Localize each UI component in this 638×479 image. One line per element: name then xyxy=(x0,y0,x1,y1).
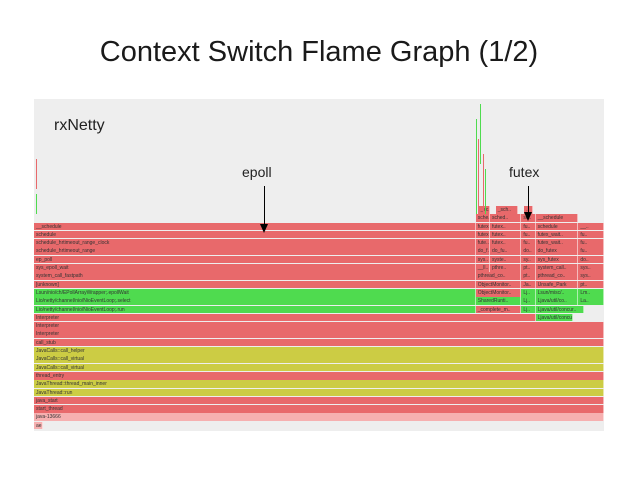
flame-frame[interactable]: do.. xyxy=(521,247,536,256)
flame-frame[interactable]: fu.. xyxy=(578,239,604,247)
flame-frame[interactable]: fu.. xyxy=(578,247,604,256)
futex-callout-label: futex xyxy=(509,164,540,180)
flame-sliver xyxy=(36,159,38,189)
flame-frame[interactable]: system_call_fastpath xyxy=(34,272,476,280)
flame-frame[interactable]: fu.. xyxy=(521,230,536,239)
flame-frame[interactable]: fu.. xyxy=(521,239,536,247)
flame-frame[interactable]: _complete_m.. xyxy=(475,305,522,314)
flame-frame[interactable]: pthre.. xyxy=(490,264,522,272)
flame-frame[interactable]: __schedule xyxy=(34,222,476,231)
flame-frame[interactable]: Unsafe_Park xyxy=(535,280,579,289)
flame-frame[interactable]: JavaCalls::call_virtual xyxy=(34,355,604,363)
flame-frame[interactable]: sys_futex xyxy=(535,255,579,264)
flame-sliver xyxy=(480,104,482,164)
epoll-arrow-head xyxy=(260,224,268,233)
flame-frame[interactable]: pthread_co.. xyxy=(535,272,579,280)
flame-frame[interactable]: [unknown] xyxy=(34,280,476,289)
epoll-callout-label: epoll xyxy=(242,164,272,180)
flame-frame[interactable]: sys.. xyxy=(475,255,490,264)
flame-frame[interactable]: pthread_co.. xyxy=(475,272,522,280)
flame-frame[interactable]: fute.. xyxy=(475,239,490,247)
flame-frame[interactable]: Lsun/misc/.. xyxy=(535,288,579,297)
flame-frame[interactable]: JavaCalls::call_helper xyxy=(34,347,604,355)
flame-sliver xyxy=(485,169,487,214)
epoll-arrow-shaft xyxy=(264,186,265,226)
flame-frame[interactable]: Lsun/nio/ch/EPollArrayWrapper;.epollWait xyxy=(34,288,476,297)
flame-frame[interactable]: Interpreter xyxy=(34,330,604,339)
flame-frame[interactable]: do.. xyxy=(578,255,604,264)
flame-frame[interactable]: call_stub xyxy=(34,338,604,347)
flame-frame[interactable]: Lm.. xyxy=(578,288,604,297)
flame-frame[interactable]: do_fu.. xyxy=(490,247,522,256)
flame-frame[interactable]: sys_epoll_wait xyxy=(34,264,476,272)
flame-frame[interactable]: JavaThread::thread_main_inner xyxy=(34,380,604,388)
flame-frame[interactable]: ae. xyxy=(34,421,43,430)
flame-frame[interactable]: SharedRunti.. xyxy=(475,297,522,305)
flame-frame[interactable]: ep_poll xyxy=(34,255,476,264)
flame-frame[interactable]: Lj.. xyxy=(521,297,536,305)
flame-frame[interactable]: Lio/netty/channel/nio/NioEventLoop;.sele… xyxy=(34,297,476,305)
flame-frame[interactable]: java_start xyxy=(34,396,604,405)
flame-frame[interactable]: schedule xyxy=(535,222,579,231)
flame-frame[interactable]: Lj.. xyxy=(521,288,536,297)
flame-frame[interactable]: Interpreter xyxy=(34,322,604,330)
flame-frame[interactable]: schedule xyxy=(34,230,476,239)
flame-frame[interactable]: futex.. xyxy=(475,222,490,231)
flame-frame[interactable]: start_thread xyxy=(34,405,604,413)
flame-frame[interactable]: Ljava/util/co.. xyxy=(535,297,579,305)
flame-frame[interactable]: futex_wait.. xyxy=(535,239,579,247)
futex-arrow-shaft xyxy=(528,186,529,214)
flame-frame[interactable]: futex_wait.. xyxy=(535,230,579,239)
flame-frame[interactable]: futex.. xyxy=(490,239,522,247)
flame-frame[interactable]: Lio/netty/channel/nio/NioEventLoop;.run xyxy=(34,305,476,314)
flame-sliver xyxy=(482,154,484,214)
flame-frame[interactable]: sched.. xyxy=(490,214,522,222)
flame-frame[interactable]: ObjectMonitor.. xyxy=(475,288,522,297)
flame-frame[interactable]: sy.. xyxy=(521,255,536,264)
slide-title: Context Switch Flame Graph (1/2) xyxy=(99,36,539,68)
flame-sliver xyxy=(476,119,478,214)
flame-frame[interactable]: pt.. xyxy=(521,264,536,272)
flame-frame[interactable]: java-13666 xyxy=(34,413,604,422)
flame-frame[interactable]: schedule_hrtimeout_range_clock xyxy=(34,239,476,247)
flame-frame[interactable]: do_futex xyxy=(535,247,579,256)
flame-frame[interactable]: schedule_hrtimeout_range xyxy=(34,247,476,256)
flame-frame[interactable]: sys.. xyxy=(578,272,604,280)
flame-sliver xyxy=(478,139,480,214)
flame-frame[interactable]: futex.. xyxy=(490,222,522,231)
graph-label: rxNetty xyxy=(54,117,105,134)
flame-frame[interactable]: pt.. xyxy=(521,272,536,280)
flame-frame[interactable]: ObjectMonitor.. xyxy=(475,280,522,289)
flame-frame[interactable]: Ljava/util/concur.. xyxy=(535,305,585,314)
flame-frame[interactable]: thread_entry xyxy=(34,371,604,380)
flame-frame[interactable]: fu.. xyxy=(521,222,536,231)
flame-frame[interactable]: _sch.. xyxy=(495,205,519,214)
flame-frame[interactable]: La.. xyxy=(578,297,604,305)
flame-frame[interactable]: __ll.. xyxy=(475,264,490,272)
flame-frame[interactable]: __.. xyxy=(578,222,604,231)
flame-frame[interactable]: system_call.. xyxy=(535,264,579,272)
flame-frame[interactable]: _sc.. xyxy=(478,205,490,214)
flame-frame[interactable]: futex.. xyxy=(490,230,522,239)
flame-frame[interactable]: Lj.. xyxy=(521,305,536,314)
flame-frame[interactable]: syste.. xyxy=(490,255,522,264)
flame-frame[interactable]: do_f.. xyxy=(475,247,490,256)
flame-frame[interactable]: __schedule xyxy=(535,214,579,222)
flame-frame[interactable]: sche.. xyxy=(475,214,490,222)
flame-frame[interactable]: JavaThread::run xyxy=(34,388,604,397)
flame-frame[interactable]: JavaCalls::call_virtual xyxy=(34,363,604,372)
futex-arrow-head xyxy=(524,212,532,221)
flame-frame[interactable]: sys.. xyxy=(578,264,604,272)
flame-frame[interactable]: futex.. xyxy=(475,230,490,239)
flame-frame[interactable]: fu.. xyxy=(578,230,604,239)
flame-frame[interactable]: pt.. xyxy=(578,280,604,289)
flame-sliver xyxy=(36,194,38,214)
flame-frame[interactable]: Ja.. xyxy=(521,280,536,289)
flame-frame[interactable]: Ljava/util/concur.. xyxy=(535,313,573,322)
flame-frame[interactable]: Interpreter xyxy=(34,313,536,322)
